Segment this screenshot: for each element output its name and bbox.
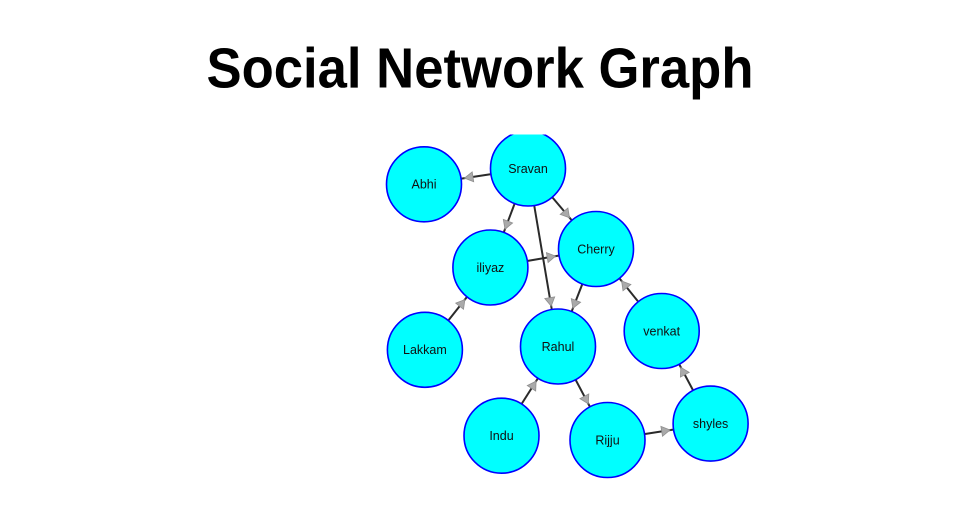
svg-text:Abhi: Abhi [411,178,436,192]
svg-text:Rahul: Rahul [542,340,575,354]
svg-text:Sravan: Sravan [508,162,548,176]
svg-text:Rijju: Rijju [595,433,619,447]
svg-text:Indu: Indu [489,429,513,443]
svg-text:Lakkam: Lakkam [403,343,447,357]
svg-text:Social Network Graph: Social Network Graph [207,36,754,100]
svg-text:Cherry: Cherry [577,242,615,256]
svg-text:venkat: venkat [643,324,680,338]
svg-text:iliyaz: iliyaz [477,261,505,275]
svg-text:shyles: shyles [693,417,728,431]
